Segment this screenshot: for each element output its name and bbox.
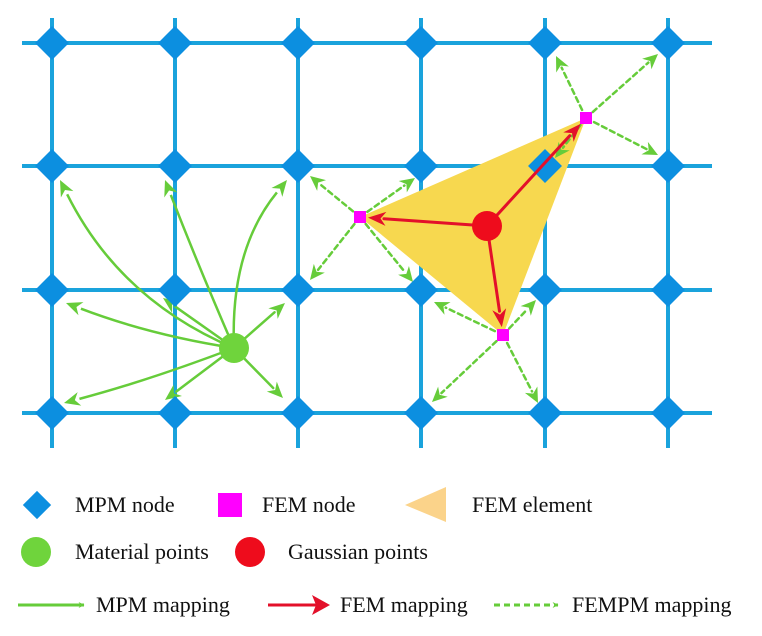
mpm-node (528, 396, 562, 430)
fem-mapping-arrow (485, 134, 572, 228)
fempm-mapping-arrow-head (432, 386, 448, 402)
fem-node (580, 112, 592, 124)
material-point (219, 333, 249, 363)
fem-mapping-arrow (382, 217, 489, 228)
mpm-node (651, 396, 685, 430)
mpm-node (281, 396, 315, 430)
mpm-nodes (35, 26, 685, 430)
fempm-mapping-arrow-head (556, 56, 569, 73)
mpm-mapping-arrow (80, 307, 235, 350)
fempm-mapping-arrow (584, 61, 650, 120)
fem-mapping-arrow-head (367, 211, 387, 226)
legend-fem-node: FEM node (262, 492, 356, 517)
mpm-mapping-arrow-head (268, 303, 285, 319)
mpm-node (404, 149, 438, 183)
mpm-node (35, 273, 69, 307)
fempm-mapping-arrow-head (310, 176, 327, 191)
mpm-mapping-arrow (169, 194, 236, 349)
fempm-mapping-arrow-head (398, 265, 413, 282)
fempm-mapping-arrow (358, 184, 406, 219)
mpm-node (158, 26, 192, 60)
mpm-mapping-arrow (66, 193, 235, 350)
mpm-node (528, 26, 562, 60)
background-grid (22, 18, 712, 448)
legend-fem-mapping: FEM mapping (340, 592, 468, 617)
fempm-mapping-arrow (316, 215, 362, 272)
green-circle-icon (21, 537, 51, 567)
mpm-mapping-arrow-head (66, 302, 84, 316)
fempm-mapping-arrow-head (398, 178, 415, 193)
yellow-triangle-icon (405, 487, 446, 522)
legend-material-points: Material points (75, 539, 209, 564)
fempm-mapping-arrow-head (524, 386, 538, 403)
legend-fempm-mapping: FEMPM mapping (572, 592, 732, 617)
mpm-mapping-arrow-head (165, 384, 182, 400)
magenta-square-icon (218, 493, 242, 517)
fempm-mapping-arrow-head (642, 54, 658, 70)
legend-gaussian-points: Gaussian points (288, 539, 428, 564)
mpm-node (158, 149, 192, 183)
legend-mpm-node: MPM node (75, 492, 175, 517)
mpm-mapping-arrow-head (60, 180, 74, 198)
red-arrow-head (312, 595, 330, 615)
fempm-mapping-arrow (318, 182, 362, 219)
blue-diamond-icon (22, 490, 52, 520)
fempm-mapping-arrow-head (641, 141, 658, 155)
mpm-node (281, 149, 315, 183)
mpm-node (158, 396, 192, 430)
fempm-arrows (310, 54, 658, 403)
fempm-mapping-arrow-head (434, 302, 451, 315)
fem-mapping-arrow-head (492, 308, 507, 328)
red-circle-icon (235, 537, 265, 567)
fempm-mapping-arrow (560, 66, 588, 120)
mpm-node (35, 396, 69, 430)
mpm-node (35, 149, 69, 183)
mpm-mapping-arrow (79, 346, 235, 401)
fempm-mapping-arrow (501, 333, 534, 393)
mpm-mapping-arrow-head (271, 180, 287, 197)
mpm-mapping-arrow (232, 191, 278, 349)
fempm-mapping-arrow (440, 333, 505, 395)
mpm-node (158, 273, 192, 307)
mpm-node (35, 26, 69, 60)
mpm-node (281, 273, 315, 307)
fem-node (497, 329, 509, 341)
gaussian-point (472, 211, 502, 241)
fem-mapping-arrow-head (563, 123, 581, 142)
mpm-mapping-arrow-head (266, 381, 283, 398)
mpm-node (404, 26, 438, 60)
fem-arrows-and-points (354, 112, 592, 341)
fempm-mapping-arrow-head (310, 263, 325, 280)
fem-node (354, 211, 366, 223)
mpm-node (281, 26, 315, 60)
legend-fem-element: FEM element (472, 492, 592, 517)
mpm-node (651, 273, 685, 307)
mpm-arrows (60, 180, 287, 406)
fempm-mapping-arrow (444, 306, 505, 337)
fempm-mapping-arrow (358, 215, 407, 274)
legend: MPM node FEM node FEM element Material p… (18, 487, 732, 617)
mpm-mapping-arrow-head (164, 180, 178, 198)
legend-mpm-mapping: MPM mapping (96, 592, 230, 617)
fempm-mapping-arrow-head (520, 300, 536, 316)
mpm-mapping-arrow-head (64, 392, 82, 406)
fempm-mapping-arrow (584, 116, 648, 151)
